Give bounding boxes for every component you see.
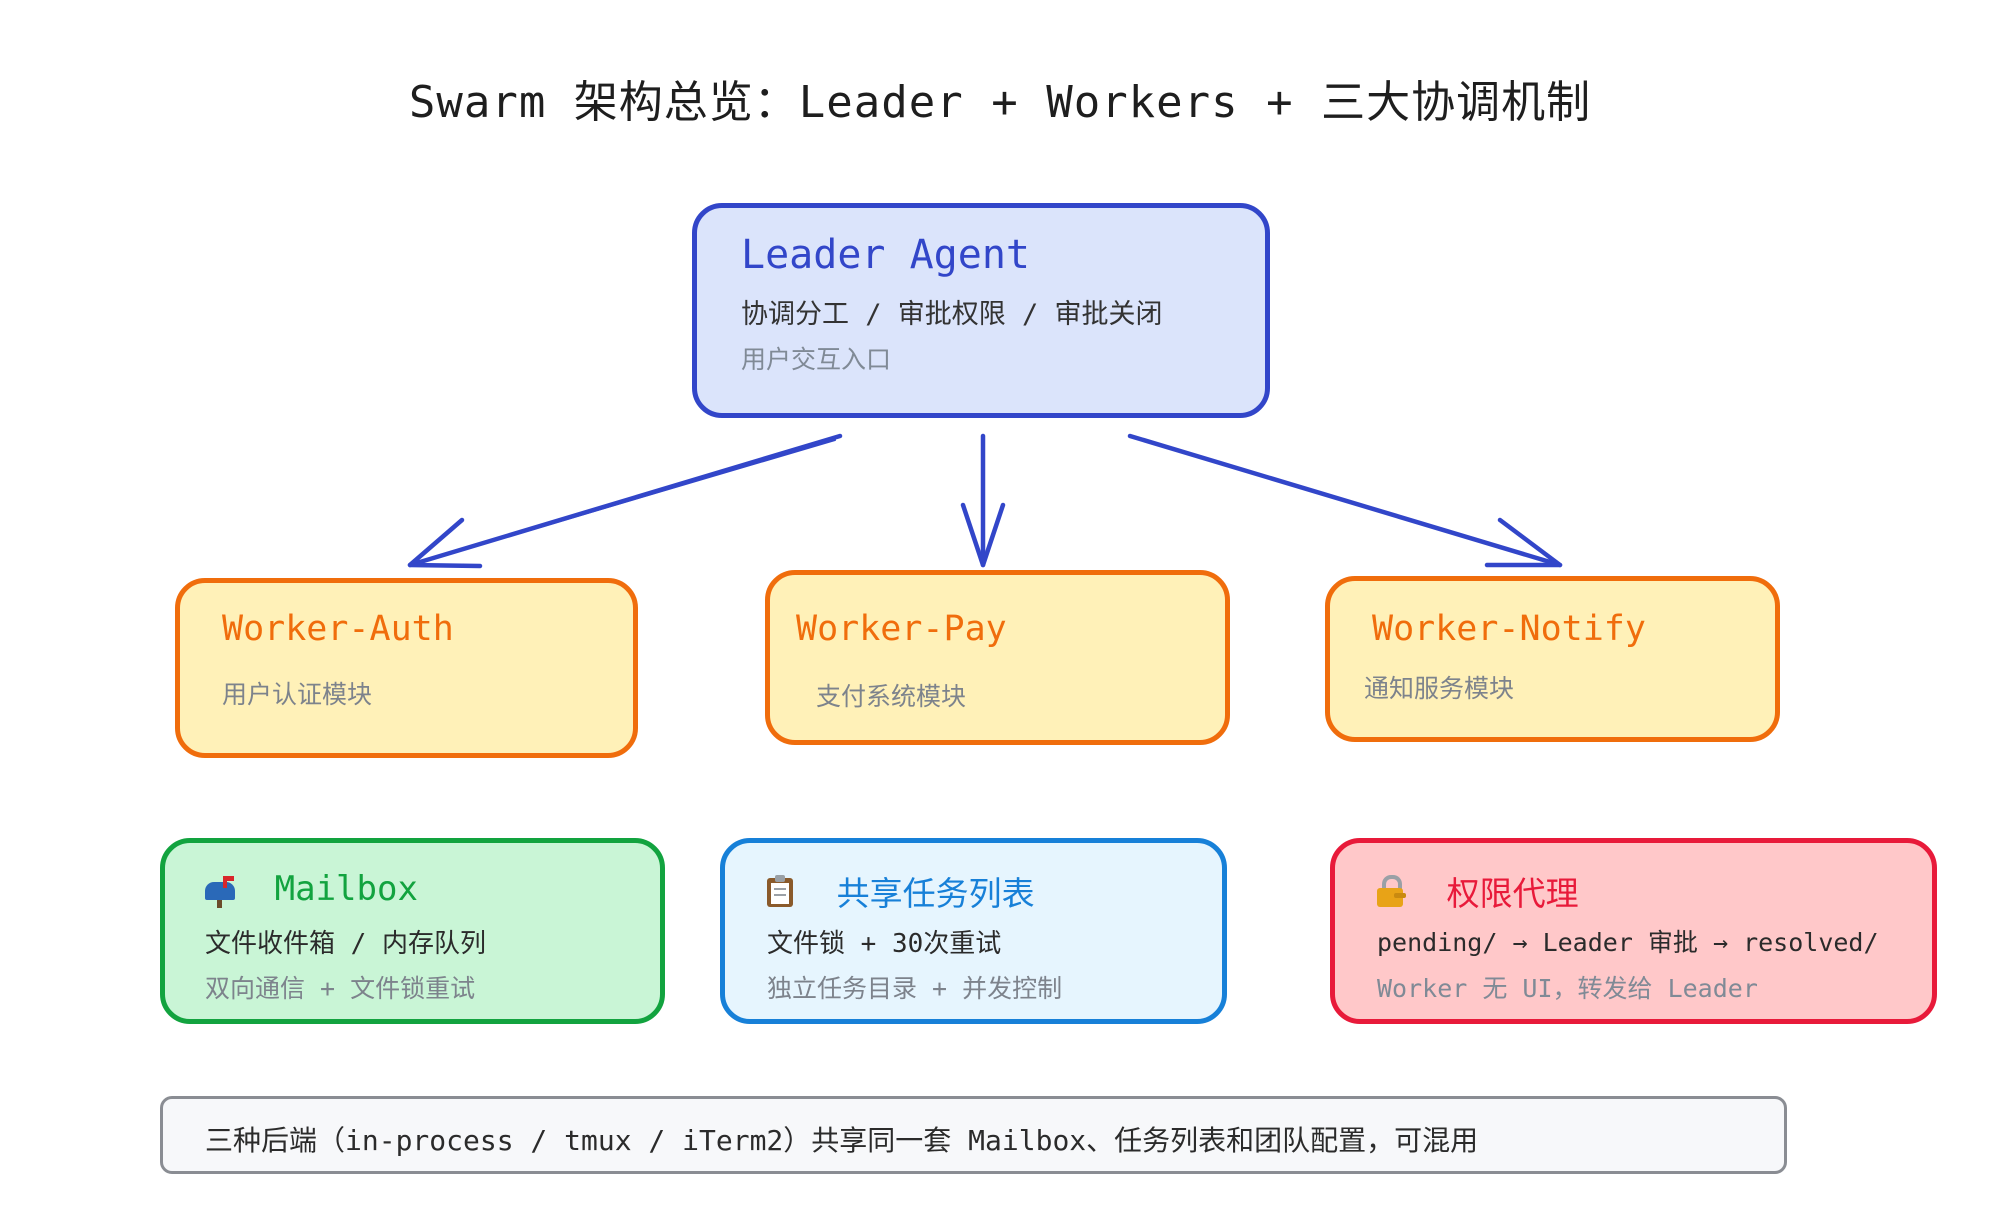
arrow-leader-to-worker-auth-echo [417, 439, 836, 564]
clipboard-icon [767, 875, 793, 907]
task-list-line2: 独立任务目录 + 并发控制 [767, 974, 1063, 1003]
worker-pay-desc: 支付系统模块 [816, 682, 967, 711]
page-title: Swarm 架构总览：Leader + Workers + 三大协调机制 [408, 77, 1592, 128]
leader-agent-node: Leader Agent 协调分工 / 审批权限 / 审批关闭 用户交互入口 [692, 203, 1270, 418]
task-list-line1: 文件锁 + 30次重试 [767, 929, 1002, 959]
mailbox-line2: 双向通信 + 文件锁重试 [205, 974, 476, 1003]
lock-key-icon [1377, 875, 1407, 907]
mailbox-line1: 文件收件箱 / 内存队列 [205, 929, 486, 959]
leader-note: 用户交互入口 [741, 345, 892, 374]
mailbox-node: Mailbox 文件收件箱 / 内存队列 双向通信 + 文件锁重试 [160, 838, 665, 1024]
task-list-node: 共享任务列表 文件锁 + 30次重试 独立任务目录 + 并发控制 [720, 838, 1227, 1024]
permission-line2: Worker 无 UI，转发给 Leader [1377, 974, 1758, 1003]
worker-auth-node: Worker-Auth 用户认证模块 [175, 578, 638, 758]
worker-notify-desc: 通知服务模块 [1364, 674, 1515, 703]
mailbox-icon [205, 876, 239, 908]
task-list-header: 共享任务列表 [767, 867, 1035, 915]
permission-line1: pending/ → Leader 审批 → resolved/ [1377, 928, 1879, 957]
worker-notify-name: Worker-Notify [1372, 609, 1646, 649]
worker-notify-node: Worker-Notify 通知服务模块 [1325, 576, 1780, 742]
mailbox-header: Mailbox [205, 869, 418, 909]
arrow-head-worker-pay [960, 502, 1006, 568]
arrow-head-worker-auth [407, 517, 483, 569]
permission-proxy-node: 权限代理 pending/ → Leader 审批 → resolved/ Wo… [1330, 838, 1937, 1024]
permission-title: 权限代理 [1446, 874, 1579, 913]
arrow-leader-to-worker-notify [1127, 433, 1563, 568]
mailbox-title: Mailbox [274, 869, 418, 909]
worker-auth-name: Worker-Auth [222, 609, 454, 649]
worker-pay-name: Worker-Pay [796, 609, 1007, 649]
arrow-head-worker-notify [1484, 517, 1563, 568]
leader-duties: 协调分工 / 审批权限 / 审批关闭 [741, 299, 1163, 330]
worker-pay-node: Worker-Pay 支付系统模块 [765, 570, 1230, 745]
task-list-title: 共享任务列表 [836, 874, 1035, 913]
permission-header: 权限代理 [1377, 867, 1579, 915]
backends-note-text: 三种后端（in-process / tmux / iTerm2）共享同一套 Ma… [205, 1124, 1479, 1157]
leader-name: Leader Agent [741, 232, 1030, 278]
backends-note: 三种后端（in-process / tmux / iTerm2）共享同一套 Ma… [160, 1096, 1787, 1174]
worker-auth-desc: 用户认证模块 [222, 680, 373, 709]
